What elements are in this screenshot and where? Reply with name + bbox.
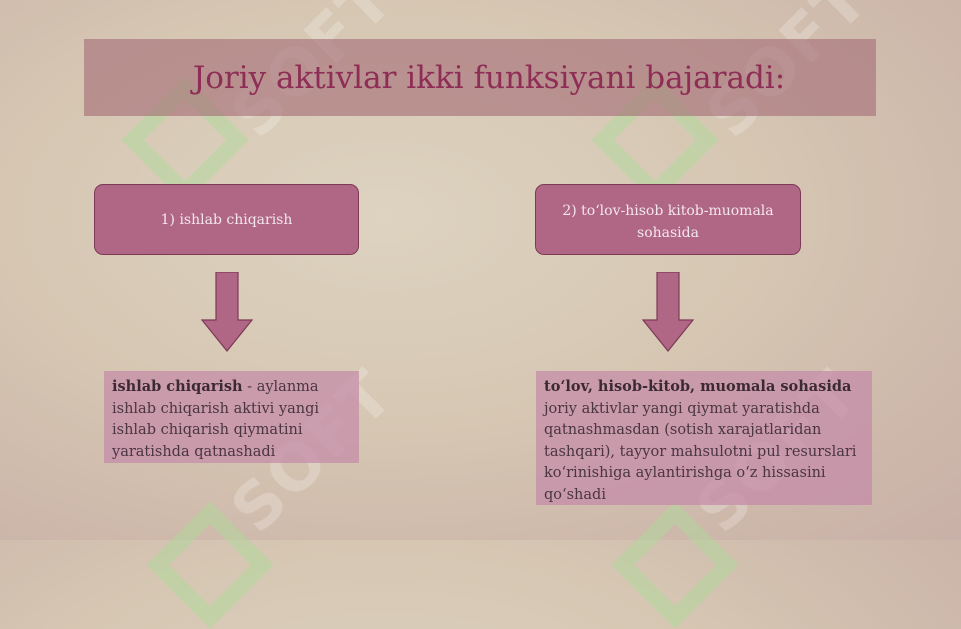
arrow-down-icon [642,272,694,352]
node-payment-label: 2) to‘lov-hisob kitob-muomala sohasida [562,203,774,241]
watermark-diamond-icon [611,501,739,629]
description-production-text: - aylanma ishlab chiqarish aktivi yangi … [112,379,320,460]
description-production-term: ishlab chiqarish [112,378,243,395]
node-payment: 2) to‘lov-hisob kitob-muomala sohasida [535,184,801,255]
description-payment-term: to‘lov, hisob-kitob, muomala sohasida [544,378,852,395]
node-production-label: 1) ishlab chiqarish [160,211,293,228]
slide-title: Joriy aktivlar ikki funksiyani bajaradi: [192,59,786,96]
slide: SOFT SOFT SOFT SOFT Joriy aktivlar ikki … [84,39,876,629]
title-bar: Joriy aktivlar ikki funksiyani bajaradi: [84,39,876,116]
description-payment: to‘lov, hisob-kitob, muomala sohasida jo… [536,371,872,505]
description-payment-text: joriy aktivlar yangi qiymat yaratishda q… [544,400,857,503]
watermark-diamond-icon [146,501,274,629]
arrow-down-icon [201,272,253,352]
description-production: ishlab chiqarish - aylanma ishlab chiqar… [104,371,359,463]
node-production: 1) ishlab chiqarish [94,184,359,255]
